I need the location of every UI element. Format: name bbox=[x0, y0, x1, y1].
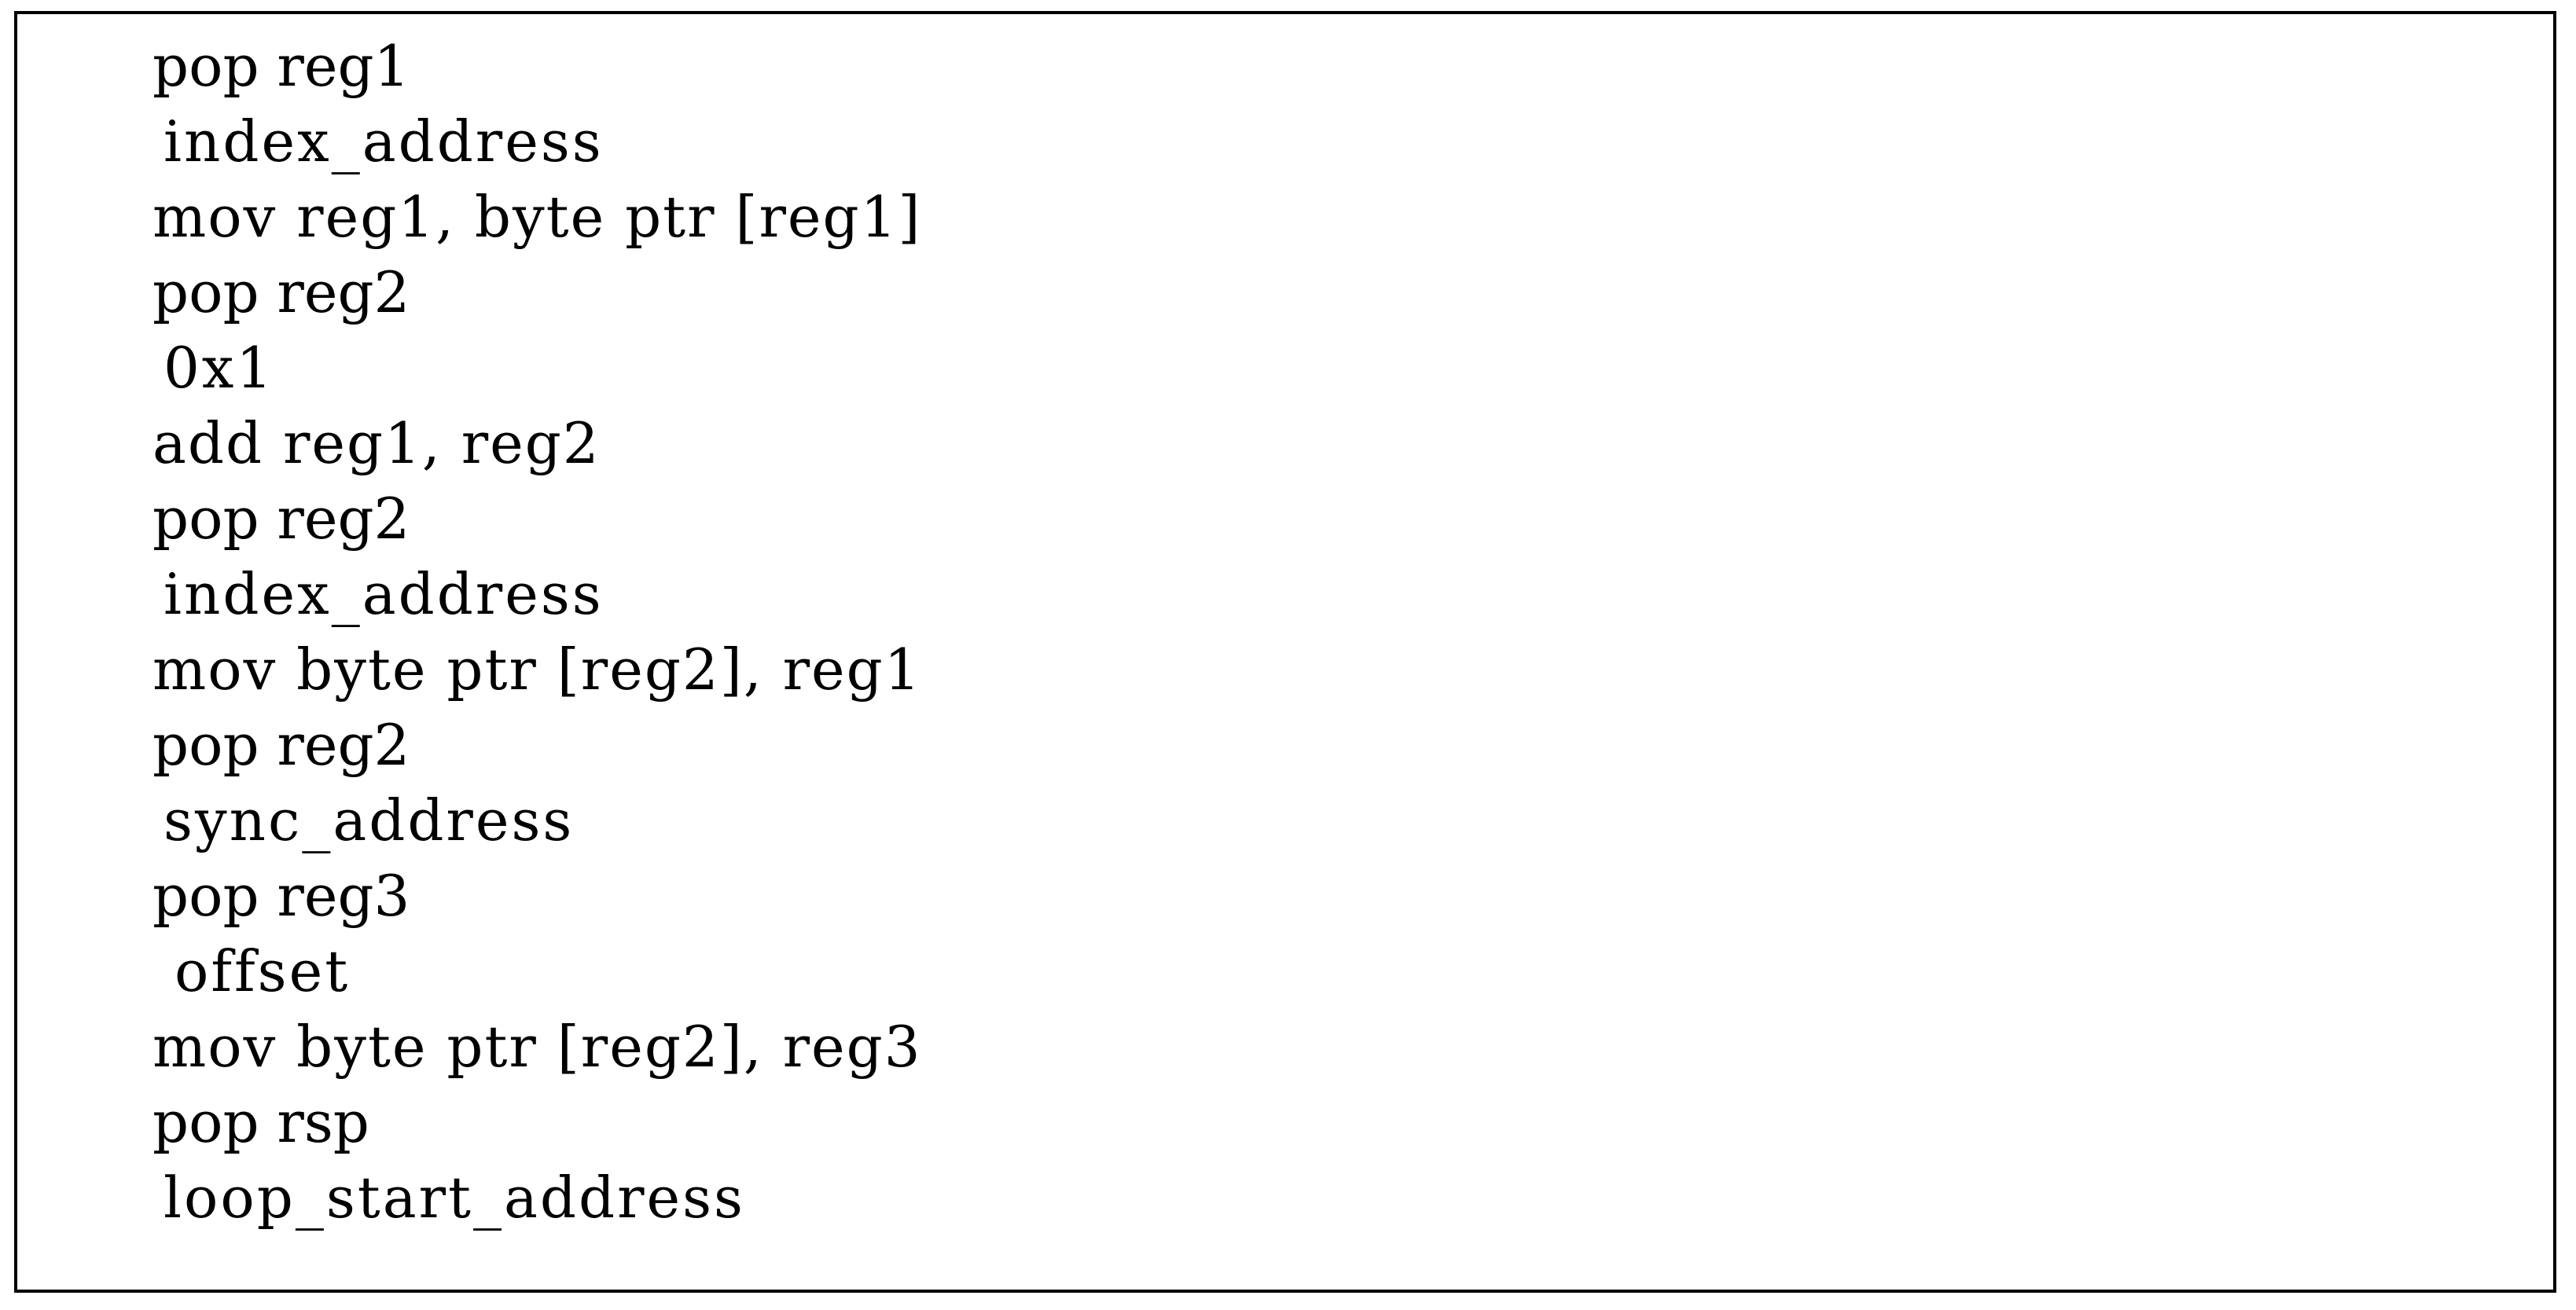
code-listing-frame: pop reg1 index_address mov reg1, byte pt… bbox=[14, 11, 2556, 1293]
code-line: offset bbox=[175, 938, 351, 1004]
code-line: index_address bbox=[164, 561, 604, 627]
code-line: index_address bbox=[164, 108, 604, 174]
code-line: add reg1, reg2 bbox=[153, 410, 601, 476]
code-line: pop reg2 bbox=[153, 712, 410, 778]
code-line: pop rsp bbox=[153, 1089, 369, 1155]
code-line: pop reg2 bbox=[153, 486, 410, 552]
code-line: pop reg2 bbox=[153, 259, 410, 325]
code-line: mov byte ptr [reg2], reg3 bbox=[153, 1014, 922, 1080]
code-line: mov byte ptr [reg2], reg1 bbox=[153, 637, 922, 703]
code-listing-body: pop reg1 index_address mov reg1, byte pt… bbox=[17, 14, 2553, 1235]
code-line: sync_address bbox=[164, 787, 575, 853]
code-line: mov reg1, byte ptr [reg1] bbox=[153, 184, 922, 250]
code-line: pop reg3 bbox=[153, 863, 410, 929]
code-line: 0x1 bbox=[164, 335, 275, 401]
code-line: pop reg1 bbox=[153, 33, 410, 99]
code-line: loop_start_address bbox=[164, 1165, 746, 1231]
